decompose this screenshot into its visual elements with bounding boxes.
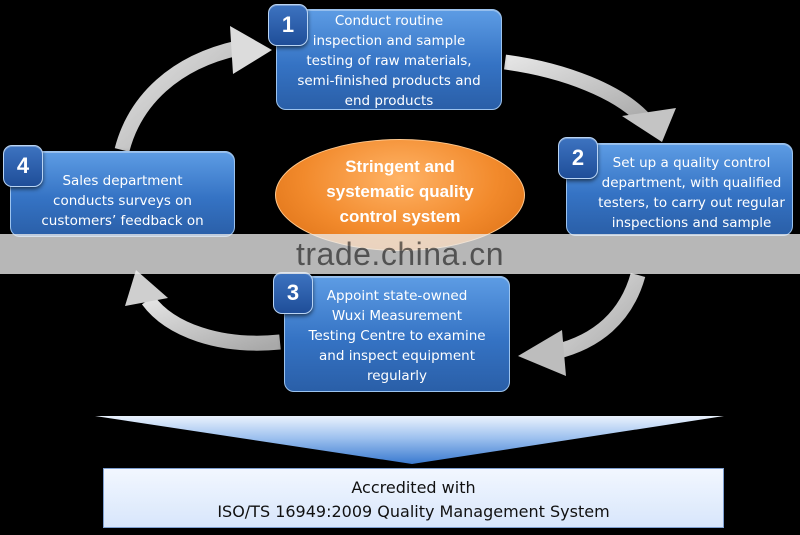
arrow-3-to-4: [125, 270, 281, 351]
step-4-line: Sales department: [62, 173, 183, 189]
step-1-text: Conduct routine inspection and sample te…: [277, 11, 501, 111]
accreditation-line: ISO/TS 16949:2009 Quality Management Sys…: [217, 502, 610, 521]
step-1-number-badge: 1: [268, 4, 308, 46]
step-2-text: Set up a quality control department, wit…: [567, 153, 792, 233]
step-1-line: Conduct routine: [334, 13, 444, 29]
step-3-line: regularly: [367, 368, 427, 384]
step-2-line: Set up a quality control: [612, 155, 771, 171]
step-1-line: testing of raw materials,: [306, 53, 472, 69]
step-2-box: Set up a quality control department, wit…: [566, 143, 793, 236]
step-1-line: inspection and sample: [312, 33, 466, 49]
step-1-line: end products: [344, 93, 434, 109]
step-4-line: conducts surveys on: [53, 193, 192, 209]
accreditation-box: Accredited with ISO/TS 16949:2009 Qualit…: [103, 468, 724, 528]
step-3-text: Appoint state-owned Wuxi Measurement Tes…: [285, 286, 509, 386]
center-title: Stringent and systematic quality control…: [276, 154, 524, 229]
watermark-band: trade.china.cn: [0, 234, 800, 274]
step-3-line: Wuxi Measurement: [331, 308, 463, 324]
step-3-number-badge: 3: [273, 272, 313, 314]
step-4-line: customers’ feedback on: [41, 213, 204, 229]
watermark-text: trade.china.cn: [295, 236, 504, 272]
step-1-line: semi-finished products and: [297, 73, 481, 89]
step-3-line: Appoint state-owned: [326, 288, 468, 304]
arrow-1-to-2: [504, 54, 676, 142]
step-4-box: Sales department conducts surveys on cus…: [10, 151, 235, 237]
step-2-line: department, with qualified: [601, 175, 782, 191]
step-1-box: Conduct routine inspection and sample te…: [276, 9, 502, 110]
arrow-4-to-1: [114, 26, 272, 153]
center-title-line: Stringent and: [345, 157, 455, 176]
step-3-box: Appoint state-owned Wuxi Measurement Tes…: [284, 276, 510, 392]
step-3-line: Testing Centre to examine: [308, 328, 486, 344]
step-3-line: and inspect equipment: [319, 348, 475, 364]
center-title-line: control system: [339, 207, 461, 226]
center-title-line: systematic quality: [326, 182, 474, 201]
step-4-number-badge: 4: [3, 145, 43, 187]
step-2-number-badge: 2: [558, 137, 598, 179]
accreditation-line: Accredited with: [351, 478, 476, 497]
step-2-line: inspections and sample: [611, 215, 772, 231]
step-4-text: Sales department conducts surveys on cus…: [11, 171, 234, 231]
funnel-pointer: [95, 416, 724, 464]
arrow-2-to-3: [518, 272, 646, 376]
step-2-line: testers, to carry out regular: [598, 195, 785, 211]
